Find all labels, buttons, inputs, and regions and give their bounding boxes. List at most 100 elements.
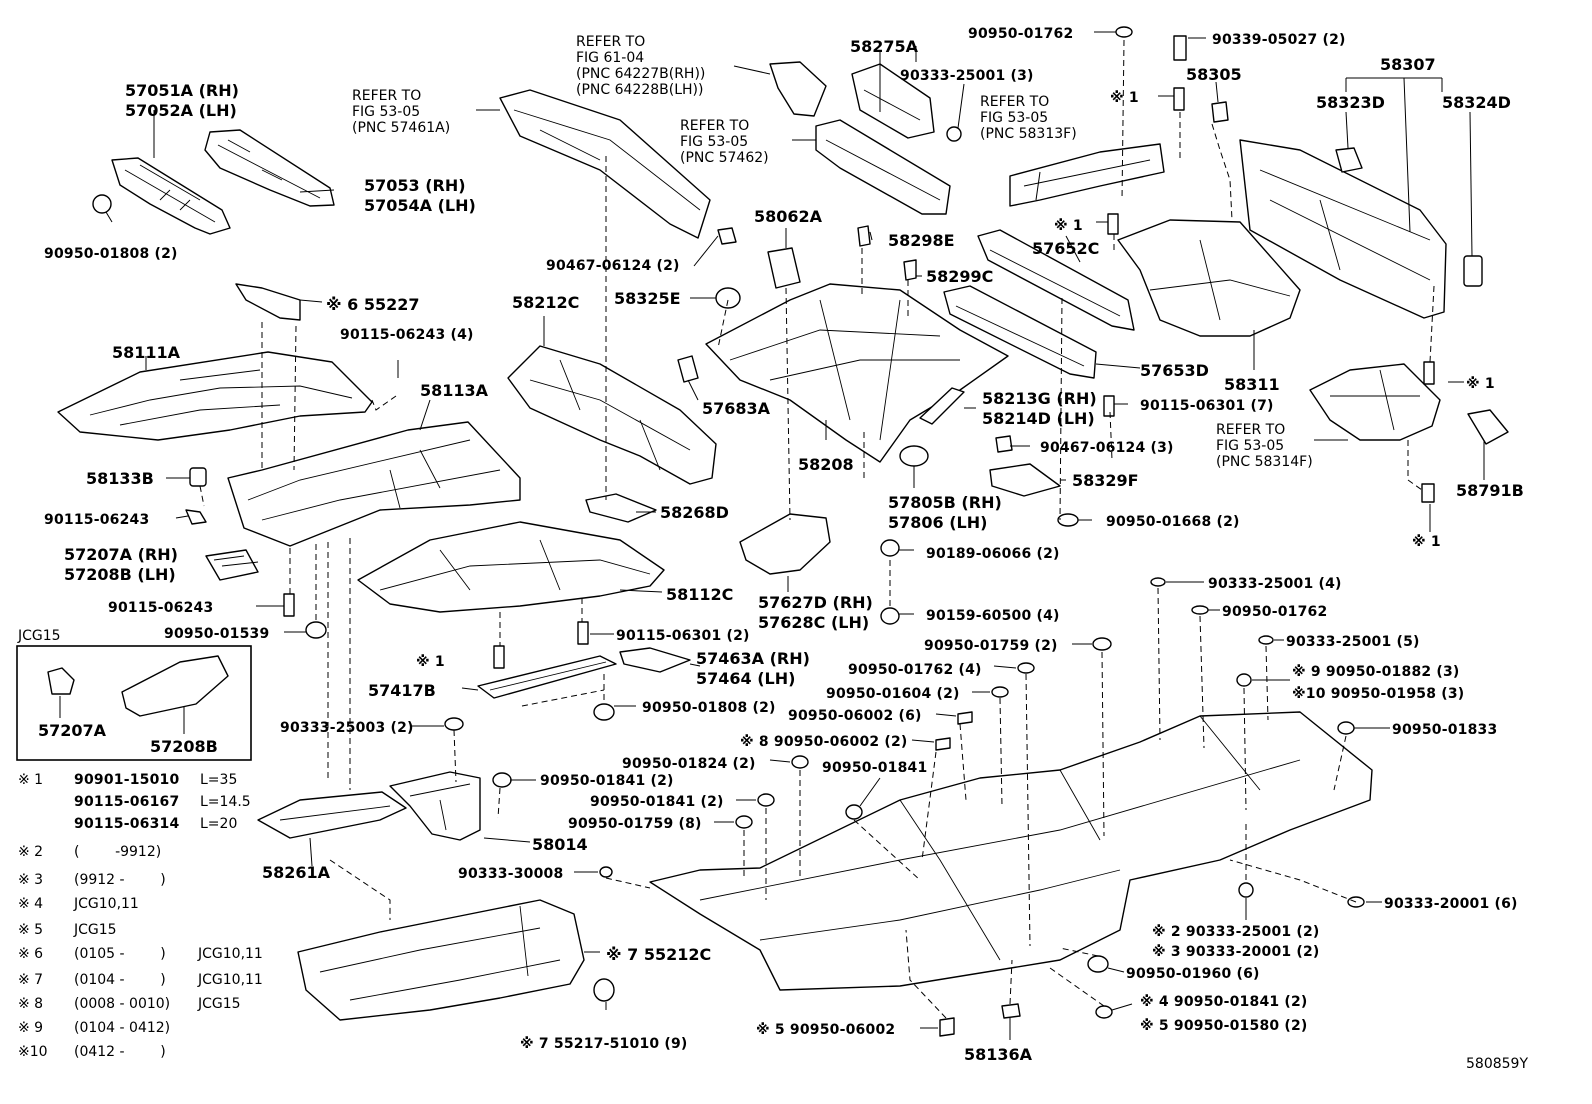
- label-58136a: 58136A: [964, 1045, 1033, 1064]
- label-90333-30008: 90333-30008: [458, 866, 563, 882]
- label-58214d: 58214D (LH): [982, 409, 1095, 428]
- svg-text:FIG 53-05: FIG 53-05: [1216, 438, 1284, 454]
- label-x1-bottom: ※ 1: [1412, 534, 1441, 550]
- label-58325e: 58325E: [614, 289, 681, 308]
- reference-notes: REFER TO FIG 61-04 (PNC 64227B(RH)) (PNC…: [352, 34, 1313, 470]
- svg-text:※ 7: ※ 7: [18, 972, 43, 988]
- label-90115-06301-2: 90115-06301 (2): [616, 628, 750, 644]
- part-58311-spare-wheel-pan: [1117, 219, 1301, 337]
- svg-text:(0104 - ): (0104 - ): [74, 972, 166, 988]
- svg-text:JCG10,11: JCG10,11: [73, 896, 139, 912]
- part-58325e-plug: [715, 287, 741, 309]
- label-90950-01841-2a: 90950-01841 (2): [540, 773, 674, 789]
- label-90950-01833: 90950-01833: [1392, 722, 1497, 738]
- label-57806: 57806 (LH): [888, 513, 987, 532]
- label-58268d: 58268D: [660, 503, 729, 522]
- part-58299c-clip: [903, 259, 917, 281]
- part-57053-member: [204, 129, 335, 207]
- note-10: ※10 (0412 - ): [18, 1044, 166, 1060]
- label-90950-01604: 90950-01604 (2): [826, 686, 960, 702]
- label-58062a: 58062A: [754, 207, 823, 226]
- label-58113a: 58113A: [420, 381, 489, 400]
- label-90115-06301-7: 90115-06301 (7): [1140, 398, 1274, 414]
- label-57208b-lh: 57208B (LH): [64, 565, 176, 584]
- part-58314f-member: [1309, 363, 1441, 441]
- note-1: ※ 1 90901-15010 L=35 90115-06167 L=14.5 …: [18, 772, 251, 832]
- part-55227-plate: [235, 283, 301, 321]
- part-plug-90950-01808-b: [593, 703, 615, 721]
- svg-text:90115-06167: 90115-06167: [74, 794, 179, 810]
- label-90115-06243-c: 90115-06243: [108, 600, 213, 616]
- label-90950-01808-a: 90950-01808 (2): [44, 246, 178, 262]
- part-58133b-bracket: [189, 467, 207, 487]
- part-58329f-plate: [989, 463, 1061, 497]
- part-55212c-insulator: [297, 899, 585, 1021]
- leader-lines: [59, 31, 1485, 1040]
- part-bolt-x1-side: [1423, 361, 1435, 385]
- svg-text:REFER TO: REFER TO: [980, 94, 1049, 110]
- svg-text:L=20: L=20: [200, 816, 237, 832]
- part-plug-90333-25001-top: [946, 126, 962, 142]
- note-7: ※ 7 (0104 - ) JCG10,11: [18, 972, 263, 988]
- label-90950-01808-b: 90950-01808 (2): [642, 700, 776, 716]
- svg-text:※ 4: ※ 4: [18, 896, 43, 912]
- part-58305-clip: [1211, 101, 1229, 123]
- svg-text:(9912 - ): (9912 - ): [74, 872, 166, 888]
- label-x1-right: ※ 1: [1054, 218, 1083, 234]
- part-57051a-bracket: [111, 157, 231, 235]
- floor-plugs: [599, 577, 1365, 1037]
- part-plug-90159-60500: [880, 607, 900, 625]
- part-plug-90950-01539: [305, 621, 327, 639]
- svg-text:(PNC 58313F): (PNC 58313F): [980, 126, 1077, 142]
- part-plug-90189-06066: [880, 539, 900, 557]
- label-57052a: 57052A (LH): [125, 101, 237, 120]
- part-57652c-member: [977, 229, 1135, 331]
- part-58298e-clip: [857, 225, 871, 247]
- part-bolt-90115-06301-right: [1103, 395, 1115, 417]
- svg-text:REFER TO: REFER TO: [680, 118, 749, 134]
- part-57805b-plug: [899, 445, 929, 467]
- label-57653d: 57653D: [1140, 361, 1209, 380]
- svg-text:※ 2: ※ 2: [18, 844, 43, 860]
- label-90333-20001-2: ※ 3 90333-20001 (2): [1152, 944, 1320, 960]
- label-58208: 58208: [798, 455, 854, 474]
- label-57805b: 57805B (RH): [888, 493, 1002, 512]
- label-58133b: 58133B: [86, 469, 154, 488]
- diagram-id: 580859Y: [1466, 1056, 1528, 1072]
- callout-labels: 57051A (RH) 57052A (LH) 57053 (RH) 57054…: [17, 26, 1524, 1064]
- label-90950-06002-2: ※ 8 90950-06002 (2): [740, 734, 908, 750]
- label-58791b: 58791B: [1456, 481, 1524, 500]
- part-58113a-tunnel: [227, 421, 521, 547]
- label-90189-06066: 90189-06066 (2): [926, 546, 1060, 562]
- label-57652c: 57652C: [1032, 239, 1099, 258]
- part-57653d-member: [943, 285, 1097, 379]
- note-2: ※ 2 ( -9912): [18, 844, 161, 860]
- label-90115-06243-b: 90115-06243: [44, 512, 149, 528]
- label-90950-01960: 90950-01960 (6): [1126, 966, 1260, 982]
- label-90950-01958: ※10 90950-01958 (3): [1292, 686, 1464, 702]
- label-90950-01841-x4: ※ 4 90950-01841 (2): [1140, 994, 1308, 1010]
- svg-text:※ 6: ※ 6: [18, 946, 43, 962]
- label-90333-25003: 90333-25003 (2): [280, 720, 414, 736]
- label-90950-01824: 90950-01824 (2): [622, 756, 756, 772]
- reference-pnc-58313f: REFER TO FIG 53-05 (PNC 58313F): [980, 94, 1077, 142]
- label-x1-side: ※ 1: [1466, 376, 1495, 392]
- svg-text:(0008 - 0010): (0008 - 0010): [74, 996, 170, 1012]
- part-58307-back-panel: [1239, 139, 1447, 319]
- reference-pnc-58314f: REFER TO FIG 53-05 (PNC 58314F): [1216, 422, 1313, 470]
- svg-text:L=14.5: L=14.5: [200, 794, 251, 810]
- label-90950-01580: ※ 5 90950-01580 (2): [1140, 1018, 1308, 1034]
- part-58323d-plug: [1335, 147, 1363, 173]
- label-58299c: 58299C: [926, 267, 993, 286]
- part-57463a-plate: [619, 647, 691, 673]
- part-bolt-90339-05027: [1173, 35, 1187, 61]
- label-57207a-inset: 57207A: [38, 721, 107, 740]
- part-bolt-90115-06301-center: [577, 621, 589, 645]
- part-plug-90333-25003: [444, 717, 464, 731]
- label-90950-01668: 90950-01668 (2): [1106, 514, 1240, 530]
- label-58212c: 58212C: [512, 293, 579, 312]
- svg-text:※ 5: ※ 5: [18, 922, 43, 938]
- reference-fig-61-04: REFER TO FIG 61-04 (PNC 64227B(RH)) (PNC…: [576, 34, 705, 98]
- label-57628c: 57628C (LH): [758, 613, 869, 632]
- label-90467-06124-3: 90467-06124 (3): [1040, 440, 1174, 456]
